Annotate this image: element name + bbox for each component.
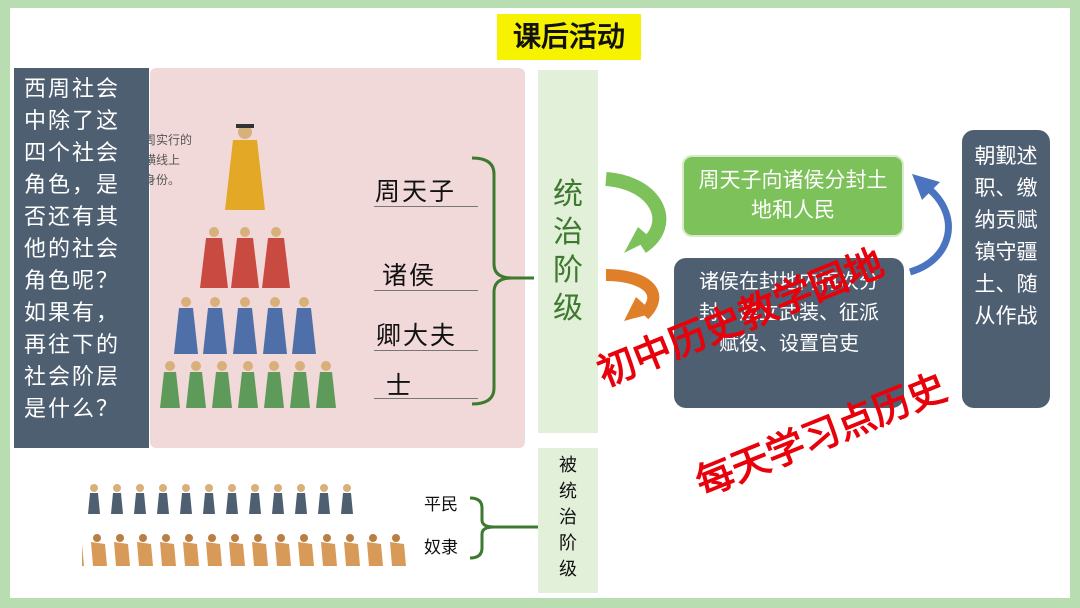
commoners-slaves-illustration — [82, 484, 406, 566]
slaves-label: 奴隶 — [424, 538, 458, 558]
page-title: 课后活动 — [497, 14, 641, 60]
curved-arrows — [605, 172, 667, 321]
role-shi: 士 — [386, 371, 414, 400]
textbook-snippet: 周实行的 横线上 身份。 — [144, 133, 193, 187]
lords-duties-box: 诸侯在封地内再次分封、建立武装、征派赋役、设置官吏 — [674, 258, 904, 408]
commoners-label: 平民 — [424, 495, 458, 515]
obligations-text: 朝觐述职、缴纳贡赋镇守疆土、随从作战 — [974, 144, 1038, 328]
commoners-row — [88, 484, 353, 514]
ruling-class-column — [538, 70, 598, 433]
ruled-bracket — [469, 496, 538, 560]
role-underline — [374, 398, 478, 399]
role-king: 周天子 — [375, 177, 457, 206]
king-figure — [225, 124, 265, 210]
enfeoffment-text: 周天子向诸侯分封土地和人民 — [698, 168, 888, 222]
slaves-row — [82, 534, 406, 566]
role-underline — [374, 290, 478, 291]
ruling-bracket — [471, 156, 534, 406]
lords-duties-text: 诸侯在封地内再次分封、建立武装、征派赋役、设置官吏 — [699, 269, 879, 355]
role-underline — [374, 350, 478, 351]
enfeoffment-box: 周天子向诸侯分封土地和人民 — [682, 155, 904, 237]
role-lords: 诸侯 — [382, 261, 437, 290]
role-underline — [374, 206, 478, 207]
obligations-box: 朝觐述职、缴纳贡赋镇守疆土、随从作战 — [962, 130, 1050, 408]
ruling-class-label: 统治阶级 — [553, 177, 583, 326]
role-ministers: 卿大夫 — [376, 321, 458, 350]
discussion-question: 西周社会中除了这四个社会角色，是否还有其他的社会角色呢？如果有，再往下的社会阶层… — [14, 68, 149, 448]
lords-row — [200, 227, 290, 288]
shi-row — [160, 361, 336, 408]
ruled-class-label: 被统治阶级 — [559, 455, 577, 580]
ruled-class-column — [538, 448, 598, 593]
return-arrow — [908, 174, 952, 276]
pyramid-illustration — [160, 124, 336, 408]
ministers-row — [174, 297, 316, 354]
